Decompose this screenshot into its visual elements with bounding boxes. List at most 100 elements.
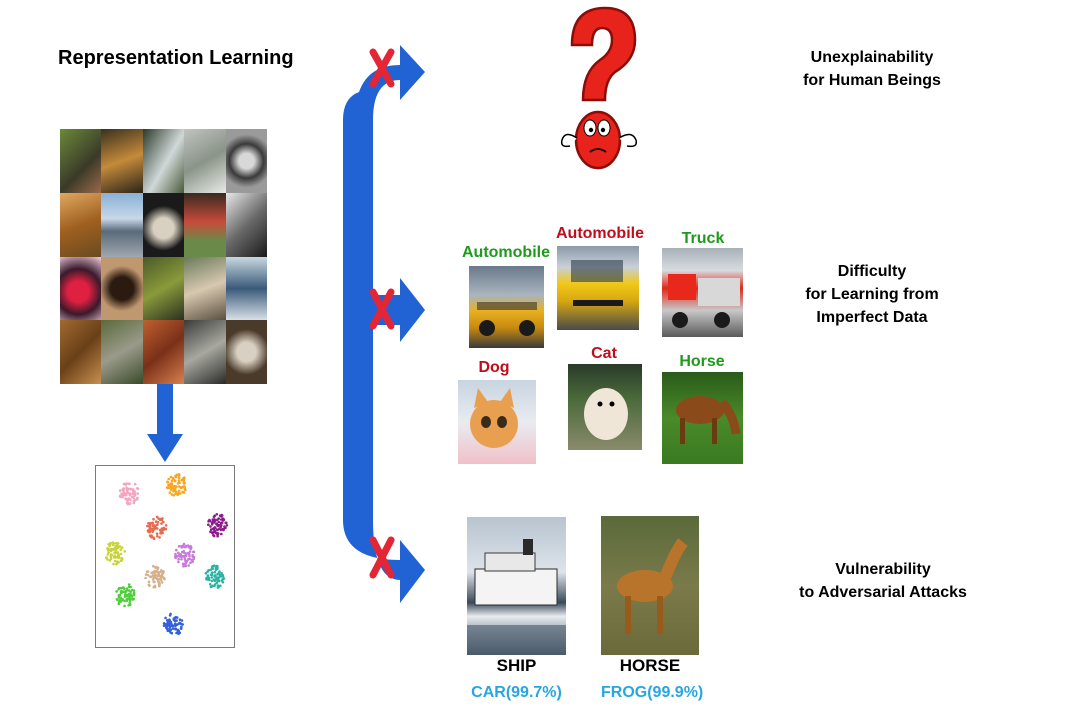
noisy-label: Automobile [462,244,550,261]
embedding-cluster [173,542,196,568]
embedding-cluster [118,482,140,506]
embedding-point [109,541,112,545]
grid-thumbnail [142,256,185,321]
embedding-point [127,583,131,586]
embedding-point [220,521,224,525]
grid-thumbnail [60,256,102,321]
embedding-point [220,579,224,582]
embedding-point [160,522,163,525]
embedding-point [216,566,219,569]
issue-line: for Learning from [805,286,939,303]
embedding-point [112,556,116,559]
embedding-point [188,550,192,553]
embedding-point [169,628,173,632]
embedding-point [166,619,169,622]
embedding-point [161,571,165,575]
embedding-point [174,556,177,560]
embedding-point [207,576,211,580]
embedding-point [189,547,192,551]
embedding-point [217,579,221,583]
embedding-point [173,479,177,483]
embedding-point [160,581,164,584]
embedding-point [216,523,219,527]
embedding-point [188,554,191,558]
true-label: SHIP [496,656,537,675]
embedding-point [215,528,219,531]
embedding-point [130,595,134,598]
embedding-point [132,591,136,595]
embedding-point [159,569,163,572]
embedding-point [177,474,181,477]
embedding-point [213,520,216,523]
embedding-point [151,574,155,577]
down-arrow [147,384,183,462]
embedding-point [169,488,173,491]
embedding-point [170,484,174,487]
embedding-point [154,520,158,523]
embedding-point [183,481,186,485]
embedding-point [112,562,115,566]
embedding-point [125,486,128,489]
embedding-point [192,550,196,554]
embedding-point [127,589,131,592]
embedding-point [147,583,151,587]
embedding-point [206,578,209,581]
embedding-point [150,521,154,525]
embedding-point [128,597,132,600]
embedding-cluster [204,564,226,589]
embedding-point [119,596,123,600]
embedding-point [166,480,169,484]
embedding-point [208,583,212,586]
issue-imperfect-data: Difficulty for Learning from Imperfect D… [752,260,992,329]
embedding-point [121,492,124,496]
embedding-point [158,584,161,588]
grid-thumbnail [142,320,185,384]
embedding-point [159,574,162,578]
embedding-point [120,557,124,561]
embedding-point [158,582,161,585]
embedding-point [218,575,221,579]
embedding-point [209,528,213,531]
embedding-point [113,551,116,554]
embedding-point [117,596,121,599]
grid-thumbnail [101,192,143,257]
embedding-cluster [105,541,127,566]
embedding-point [146,524,149,528]
embedding-point [183,558,187,561]
embedding-point [179,492,182,495]
embedding-point [210,579,214,583]
noisy-label: Truck [681,230,725,247]
embedding-point [150,534,153,537]
embedding-point [178,621,182,625]
predicted-label: CAR(99.7%) [471,684,562,701]
embedding-point [119,600,122,603]
embedding-point [164,524,168,527]
embedding-point [177,560,180,564]
embedding-point [127,482,131,486]
embedding-point [154,574,158,577]
embedding-point [148,530,151,534]
embedding-point [162,622,166,625]
photo-ship [467,517,566,655]
embedding-point [210,573,214,576]
embedding-point [152,526,156,530]
embedding-point [213,579,217,583]
grid-thumbnail [60,192,102,257]
embedding-point [125,594,129,598]
embedding-point [177,476,181,480]
embedding-point [178,618,182,621]
embedding-point [123,604,126,608]
embedding-point [168,486,172,489]
embedding-point [132,593,136,597]
embedding-point [125,482,129,485]
embedding-point [129,593,132,596]
issue-line: Difficulty [837,263,907,280]
embedding-point [218,570,221,573]
cross-mark-icon [369,288,395,330]
embedding-point [160,518,164,522]
embedding-point [152,536,155,539]
embedding-point [184,553,188,557]
embedding-point [124,593,127,597]
embedding-point [128,497,131,501]
noisy-label: Automobile [556,225,644,242]
